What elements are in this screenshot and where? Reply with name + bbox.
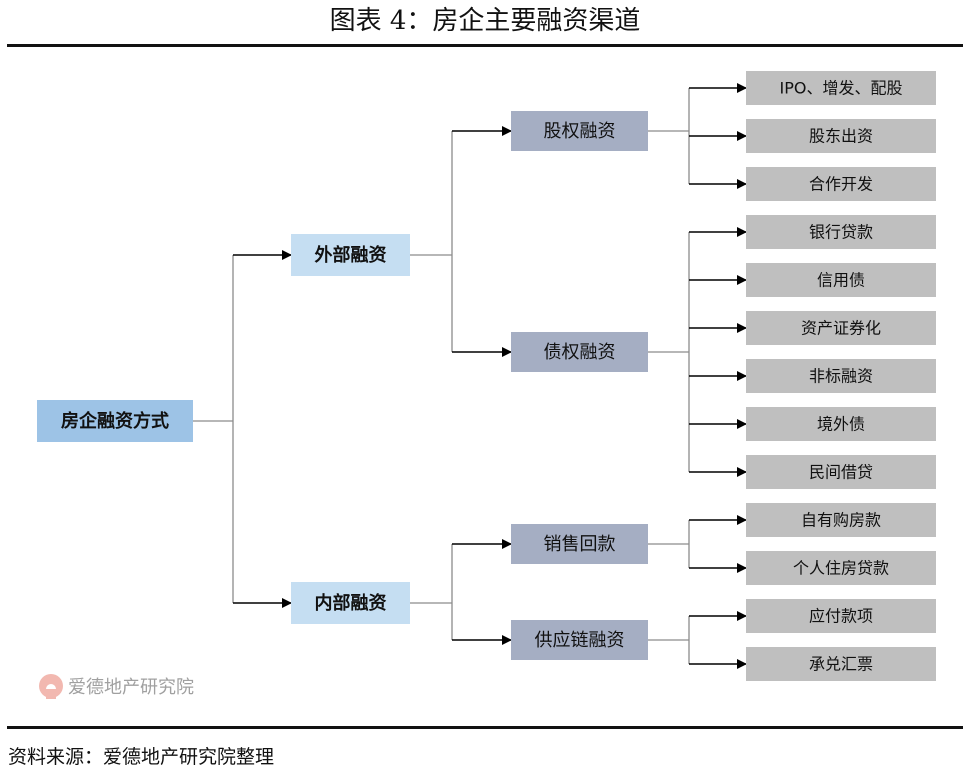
leaf-node-0-1-0-box [746,215,936,249]
leaf-node-1-1-0-box [746,599,936,633]
leaf-node-0-0-2-label: 合作开发 [809,175,873,194]
leaf-node-0-1-0: 银行贷款 [746,215,936,249]
leaf-node-0-1-3: 非标融资 [746,359,936,393]
leaf-node-1-1-1-box [746,647,936,681]
leaf-node-1-0-1: 个人住房贷款 [746,551,936,585]
channel-node-1-0-label: 销售回款 [544,534,616,555]
leaf-node-0-1-4-label: 境外债 [817,415,865,434]
leaf-node-1-0-0-label: 自有购房款 [801,511,881,530]
leaf-node-0-0-2-box [746,167,936,201]
bottom-rule [7,726,963,729]
branch-node-0-box [291,234,410,276]
leaf-node-0-1-2-box [746,311,936,345]
leaf-node-0-1-3-box [746,359,936,393]
channel-node-1-1: 供应链融资 [511,620,648,660]
leaf-node-1-0-1-box [746,551,936,585]
root-node: 房企融资方式 [37,400,193,442]
branch-node-0: 外部融资 [291,234,410,276]
channel-node-0-1-label: 债权融资 [544,342,616,363]
root-node-box [37,400,193,442]
leaf-node-0-1-5-box [746,455,936,489]
channel-node-0-0: 股权融资 [511,111,648,151]
branch-node-0-label: 外部融资 [315,244,387,266]
leaf-node-0-0-2: 合作开发 [746,167,936,201]
leaf-node-0-0-0: IPO、增发、配股 [746,71,936,105]
watermark-label: 爱德地产研究院 [68,677,194,698]
leaf-node-1-0-1-label: 个人住房贷款 [793,559,889,578]
branch-node-1-label: 内部融资 [315,592,387,614]
top-rule [7,44,963,47]
channel-node-0-1: 债权融资 [511,332,648,372]
leaf-node-0-1-2: 资产证券化 [746,311,936,345]
channel-node-0-1-box [511,332,648,372]
leaf-node-1-1-1-label: 承兑汇票 [809,655,873,674]
leaf-node-0-1-4: 境外债 [746,407,936,441]
leaf-node-0-1-5-label: 民间借贷 [809,463,873,482]
channel-node-0-0-box [511,111,648,151]
root-node-label: 房企融资方式 [61,410,169,432]
leaf-node-1-1-0-label: 应付款项 [809,607,873,626]
leaf-node-0-0-1: 股东出资 [746,119,936,153]
leaf-node-0-1-2-label: 资产证券化 [801,319,881,338]
channel-node-1-0-box [511,524,648,564]
branch-node-1-box [291,582,410,624]
leaf-node-0-1-4-box [746,407,936,441]
channel-node-1-0: 销售回款 [511,524,648,564]
leaf-node-0-0-0-box [746,71,936,105]
leaf-node-1-0-0: 自有购房款 [746,503,936,537]
leaf-node-0-0-1-box [746,119,936,153]
leaf-node-1-1-0: 应付款项 [746,599,936,633]
leaf-node-0-1-5: 民间借贷 [746,455,936,489]
leaf-node-0-0-0-label: IPO、增发、配股 [780,79,903,98]
branch-node-1: 内部融资 [291,582,410,624]
channel-node-1-1-label: 供应链融资 [535,630,625,651]
leaf-node-1-1-1: 承兑汇票 [746,647,936,681]
channel-node-1-1-box [511,620,648,660]
leaf-node-0-1-1-box [746,263,936,297]
leaf-node-0-1-3-label: 非标融资 [809,367,873,386]
channel-node-0-0-label: 股权融资 [544,121,616,142]
leaf-node-0-0-1-label: 股东出资 [809,127,873,146]
leaf-node-0-1-0-label: 银行贷款 [809,223,873,242]
figure-title: 图表 4：房企主要融资渠道 [329,6,641,36]
watermark: 爱德地产研究院 [38,672,194,700]
leaf-node-0-1-1: 信用债 [746,263,936,297]
source-note: 资料来源：爱德地产研究院整理 [8,746,275,768]
leaf-node-0-1-1-label: 信用债 [817,271,865,290]
leaf-node-1-0-0-box [746,503,936,537]
watermark-logo-icon [39,674,63,699]
